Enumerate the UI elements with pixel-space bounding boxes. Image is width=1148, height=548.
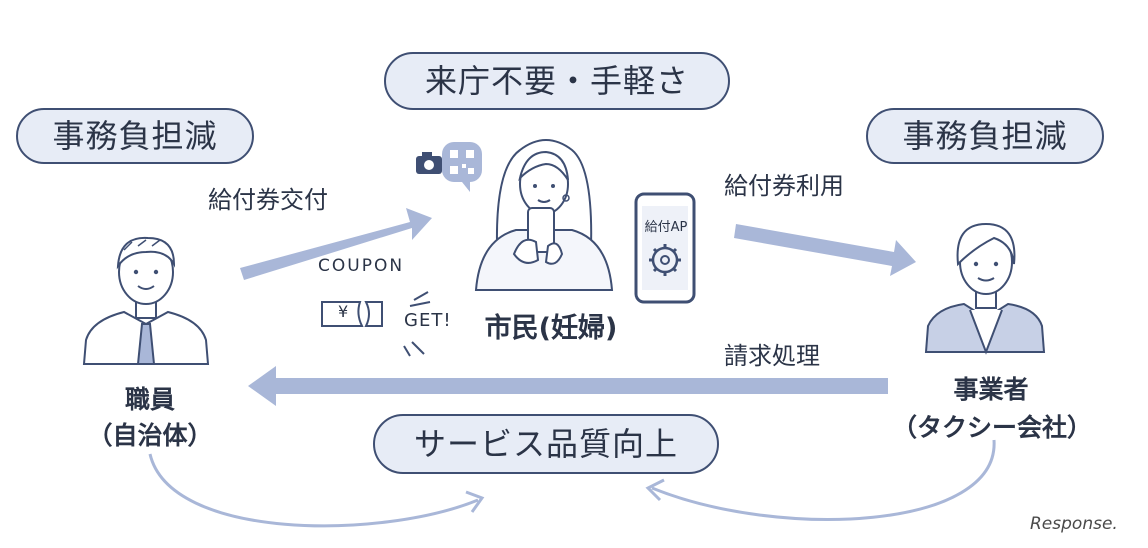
operator-figure bbox=[924, 222, 1046, 355]
staff-title: 職員 bbox=[124, 385, 175, 414]
staff-figure bbox=[82, 236, 210, 365]
coupon-get: GET! bbox=[404, 310, 452, 331]
pill-convenience: 来庁不要・手軽さ bbox=[384, 52, 730, 110]
pill-workload-left: 事務負担減 bbox=[16, 108, 254, 164]
operator-subtitle: （タクシー会社） bbox=[891, 413, 1092, 442]
coupon-yen: ¥ bbox=[338, 302, 349, 321]
sparkle-lines bbox=[403, 291, 431, 357]
pill-service-quality: サービス品質向上 bbox=[373, 414, 719, 474]
watermark: Response. bbox=[1030, 514, 1118, 534]
citizen-title: 市民(妊婦) bbox=[484, 313, 618, 344]
coupon-ticket-icon bbox=[321, 301, 383, 327]
label-use: 給付券利用 bbox=[724, 172, 844, 200]
staff-subtitle: （自治体） bbox=[87, 421, 213, 450]
app-label: 給付AP bbox=[644, 220, 688, 235]
coupon-word: COUPON bbox=[318, 256, 405, 276]
citizen-figure bbox=[474, 139, 614, 291]
label-issue: 給付券交付 bbox=[208, 186, 328, 214]
pill-workload-right: 事務負担減 bbox=[866, 108, 1104, 164]
operator-title: 事業者 bbox=[953, 375, 1029, 404]
phone-app-icon bbox=[634, 192, 696, 304]
camera-qr-icon bbox=[416, 142, 482, 192]
label-billing: 請求処理 bbox=[724, 342, 820, 370]
